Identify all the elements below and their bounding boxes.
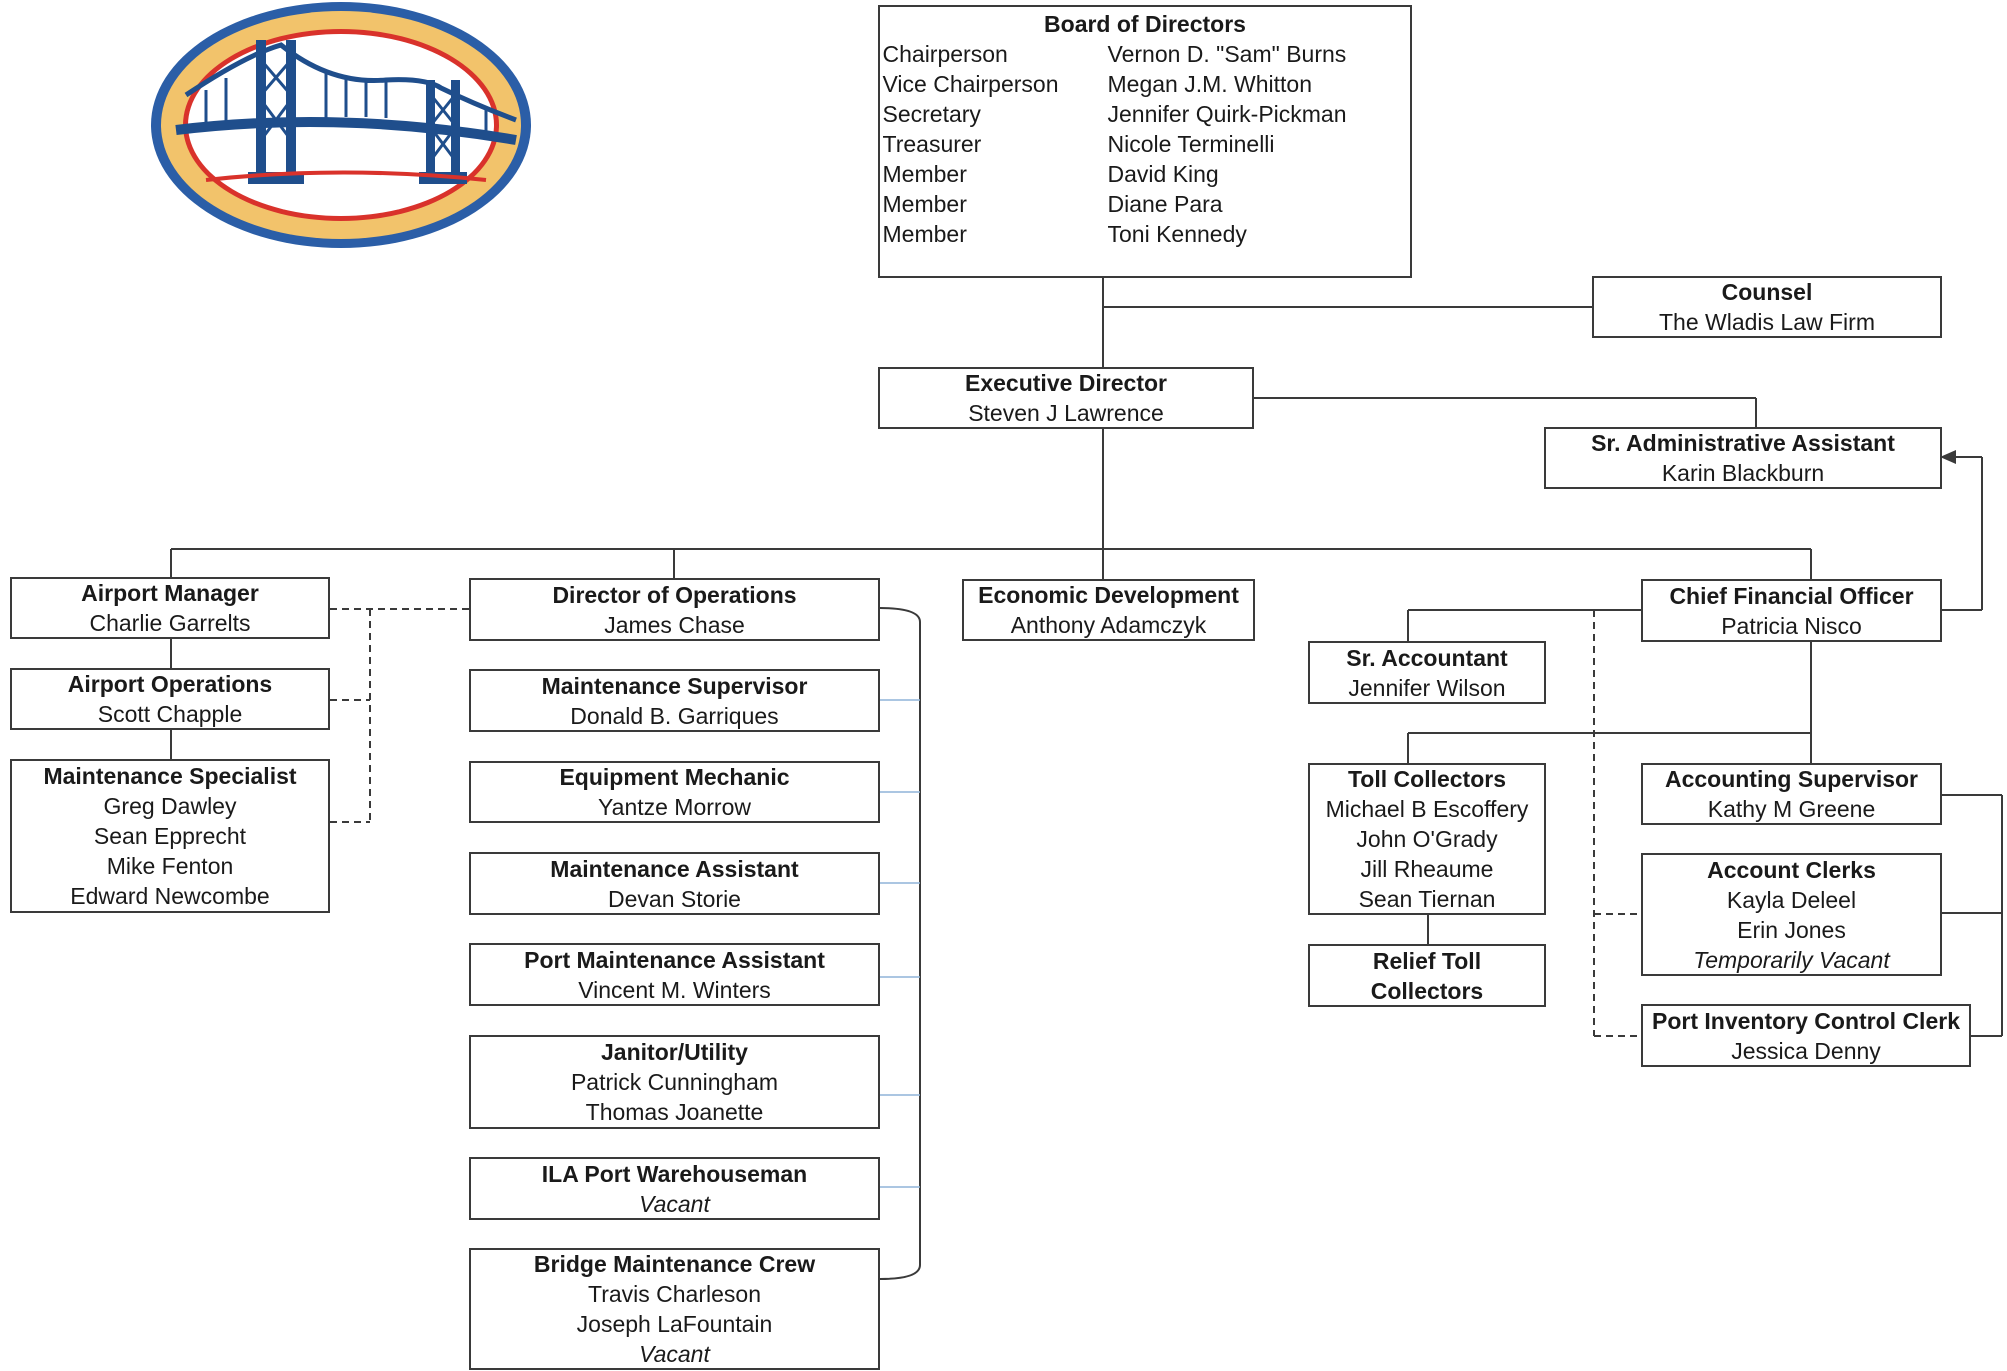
vacant-label: Temporarily Vacant xyxy=(1693,946,1890,973)
node-name: Devan Storie xyxy=(608,885,741,912)
maintenance-assistant-box: Maintenance Assistant Devan Storie xyxy=(469,852,880,915)
node-title: Executive Director xyxy=(965,370,1167,396)
node-title: ILA Port Warehouseman xyxy=(541,1160,808,1187)
node-title: Relief Toll xyxy=(1372,947,1482,974)
node-title: Port Inventory Control Clerk xyxy=(1652,1007,1960,1034)
board-member-name: Nicole Terminelli xyxy=(1107,131,1275,157)
node-name: Thomas Joanette xyxy=(585,1099,764,1125)
port-maintenance-assistant-box: Port Maintenance Assistant Vincent M. Wi… xyxy=(469,943,880,1006)
board-member-name: Jennifer Quirk-Pickman xyxy=(1107,101,1347,127)
ila-port-warehouseman-box: ILA Port Warehouseman Vacant xyxy=(469,1157,880,1220)
node-name: Jill Rheaume xyxy=(1360,856,1494,882)
node-title: Port Maintenance Assistant xyxy=(524,946,825,973)
node-name: Kayla Deleel xyxy=(1726,886,1857,913)
node-name: Patrick Cunningham xyxy=(570,1069,779,1095)
sr-admin-assistant-box: Sr. Administrative Assistant Karin Black… xyxy=(1544,427,1942,489)
board-role: Member xyxy=(882,191,967,217)
node-title: Sr. Administrative Assistant xyxy=(1591,430,1895,456)
account-clerks-box: Account Clerks Kayla Deleel Erin Jones T… xyxy=(1641,853,1942,976)
node-name: Kathy M Greene xyxy=(1707,796,1876,822)
node-title: Janitor/Utility xyxy=(601,1039,748,1065)
board-member-name: Megan J.M. Whitton xyxy=(1107,71,1313,97)
port-inventory-control-clerk-box: Port Inventory Control Clerk Jessica Den… xyxy=(1641,1004,1971,1067)
node-name: Sean Epprecht xyxy=(93,823,247,849)
node-title: Account Clerks xyxy=(1707,856,1876,883)
board-title: Board of Directors xyxy=(1044,11,1246,37)
node-name: Vincent M. Winters xyxy=(578,976,771,1003)
node-name: Scott Chapple xyxy=(97,701,243,727)
airport-operations-box: Airport Operations Scott Chapple xyxy=(10,668,330,730)
board-of-directors-box: Board of Directors Chairperson Vernon D. … xyxy=(878,5,1412,278)
node-title: Airport Manager xyxy=(81,580,259,606)
bridge-logo xyxy=(151,2,531,248)
node-name: Charlie Garrelts xyxy=(89,610,251,636)
cfo-box: Chief Financial Officer Patricia Nisco xyxy=(1641,579,1942,642)
node-title: Toll Collectors xyxy=(1347,766,1507,792)
node-name: John O'Grady xyxy=(1356,826,1498,852)
node-name: The Wladis Law Firm xyxy=(1659,309,1875,335)
node-name: Joseph LaFountain xyxy=(576,1311,773,1337)
relief-toll-collectors-box: Relief Toll Collectors xyxy=(1308,944,1546,1007)
node-name: Yantze Morrow xyxy=(598,794,751,820)
counsel-box: Counsel The Wladis Law Firm xyxy=(1592,276,1942,338)
node-title: Maintenance Supervisor xyxy=(541,672,808,699)
board-role: Member xyxy=(882,221,967,247)
accounting-supervisor-box: Accounting Supervisor Kathy M Greene xyxy=(1641,763,1942,825)
board-members: Chairperson Vernon D. "Sam" Burns Vice Ch… xyxy=(878,39,1413,249)
sr-accountant-box: Sr. Accountant Jennifer Wilson xyxy=(1308,641,1546,704)
board-role: Treasurer xyxy=(882,131,982,157)
node-title: Bridge Maintenance Crew xyxy=(533,1251,816,1277)
board-role: Vice Chairperson xyxy=(882,71,1059,97)
node-name: Edward Newcombe xyxy=(70,883,270,909)
node-title: Director of Operations xyxy=(552,581,797,608)
bridge-maintenance-crew-box: Bridge Maintenance Crew Travis Charleson… xyxy=(469,1248,880,1370)
equipment-mechanic-box: Equipment Mechanic Yantze Morrow xyxy=(469,761,880,823)
node-name: Patricia Nisco xyxy=(1721,612,1862,639)
board-member-name: Vernon D. "Sam" Burns xyxy=(1107,41,1347,67)
executive-director-box: Executive Director Steven J Lawrence xyxy=(878,367,1254,429)
board-role: Secretary xyxy=(882,101,981,127)
node-name: Mike Fenton xyxy=(106,853,234,879)
node-title: Collectors xyxy=(1370,977,1484,1004)
board-member-name: David King xyxy=(1107,161,1219,187)
airport-manager-box: Airport Manager Charlie Garrelts xyxy=(10,577,330,639)
node-title: Economic Development xyxy=(978,582,1239,608)
board-member-name: Toni Kennedy xyxy=(1107,221,1247,247)
node-name: Travis Charleson xyxy=(588,1281,761,1307)
node-title: Sr. Accountant xyxy=(1346,644,1508,671)
maintenance-supervisor-box: Maintenance Supervisor Donald B. Garriqu… xyxy=(469,669,880,732)
node-title: Accounting Supervisor xyxy=(1664,766,1919,792)
node-title: Maintenance Assistant xyxy=(550,855,799,882)
maintenance-specialist-box: Maintenance Specialist Greg Dawley Sean … xyxy=(10,759,330,913)
node-title: Airport Operations xyxy=(67,671,273,697)
vacant-label: Vacant xyxy=(639,1190,710,1217)
node-name: Donald B. Garriques xyxy=(570,702,779,729)
node-name: Jessica Denny xyxy=(1731,1037,1881,1064)
economic-development-box: Economic Development Anthony Adamczyk xyxy=(962,579,1255,641)
node-name: James Chase xyxy=(604,611,745,638)
node-name: Karin Blackburn xyxy=(1661,460,1825,486)
node-name: Anthony Adamczyk xyxy=(1010,612,1207,638)
node-name: Greg Dawley xyxy=(103,793,237,819)
janitor-utility-box: Janitor/Utility Patrick Cunningham Thoma… xyxy=(469,1035,880,1129)
vacant-label: Vacant xyxy=(639,1341,710,1367)
director-of-operations-box: Director of Operations James Chase xyxy=(469,578,880,641)
board-role: Member xyxy=(882,161,967,187)
node-title: Chief Financial Officer xyxy=(1669,582,1914,609)
node-title: Maintenance Specialist xyxy=(43,763,297,789)
node-name: Jennifer Wilson xyxy=(1348,674,1506,701)
node-name: Michael B Escoffery xyxy=(1325,796,1529,822)
toll-collectors-box: Toll Collectors Michael B Escoffery John… xyxy=(1308,763,1546,915)
node-title: Counsel xyxy=(1721,279,1813,305)
board-member-name: Diane Para xyxy=(1107,191,1223,217)
node-name: Erin Jones xyxy=(1737,916,1846,943)
node-name: Sean Tiernan xyxy=(1358,886,1496,912)
node-title: Equipment Mechanic xyxy=(559,764,790,790)
node-name: Steven J Lawrence xyxy=(968,400,1164,426)
board-role: Chairperson xyxy=(882,41,1008,67)
